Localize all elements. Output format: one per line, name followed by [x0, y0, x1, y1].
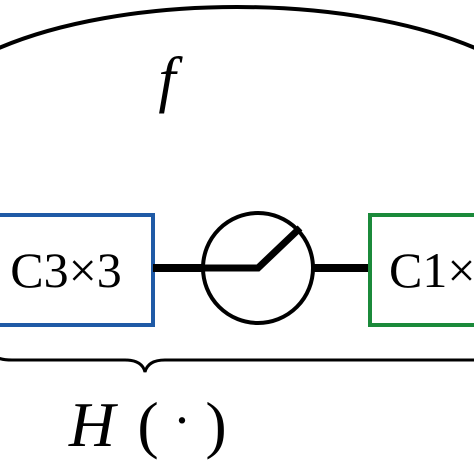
center-dot: ·	[173, 390, 191, 450]
top-arc	[0, 5, 474, 50]
conv1x1-label: C1×	[389, 242, 474, 298]
operator-label-h: H ( · )	[68, 389, 227, 460]
paren-open: (	[137, 389, 158, 460]
script-h-symbol: H	[68, 389, 119, 460]
conv3x3-label: C3×3	[10, 242, 122, 298]
bottom-brace	[0, 356, 474, 373]
conv1x1-box	[368, 213, 474, 327]
paren-close: )	[205, 389, 226, 460]
function-label-f: f	[158, 46, 183, 114]
relu-icon	[205, 225, 303, 272]
